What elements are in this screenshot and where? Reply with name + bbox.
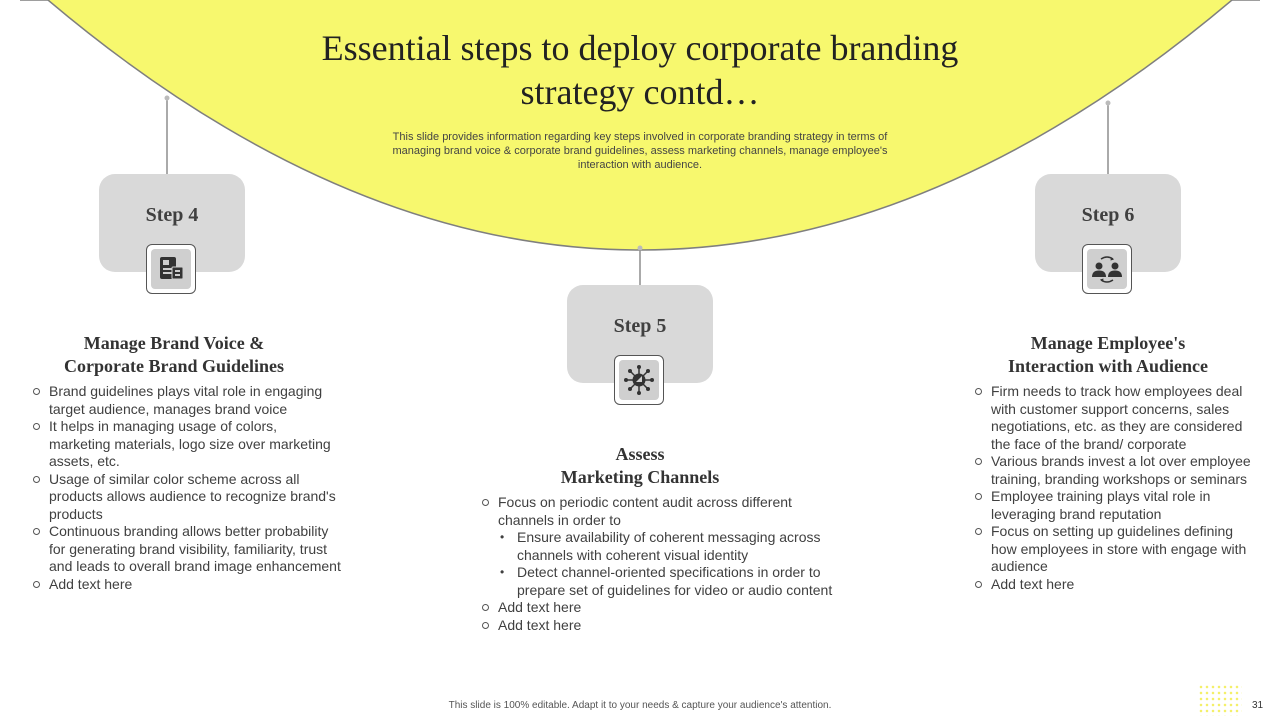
slide-footer: This slide is 100% editable. Adapt it to… <box>448 700 832 711</box>
list-item: Various brands invest a lot over employe… <box>973 453 1258 488</box>
marketing-network-icon <box>624 365 654 395</box>
decorative-dots <box>1198 684 1242 716</box>
list-item: Usage of similar color scheme across all… <box>31 471 341 524</box>
step-5-heading: Assess Marketing Channels <box>560 444 720 487</box>
step-6-points: Firm needs to track how employees deal w… <box>973 383 1258 593</box>
step-4-label: Step 4 <box>145 204 199 226</box>
list-item: Employee training plays vital role in le… <box>973 488 1258 523</box>
step-5-box: Step 5 <box>567 285 713 405</box>
list-item: Focus on periodic content audit across d… <box>480 494 845 599</box>
step-6-box: Step 6 <box>1035 174 1181 294</box>
list-item: Continuous branding allows better probab… <box>31 523 341 576</box>
step-5-subpoints: Ensure availability of coherent messagin… <box>498 529 845 599</box>
list-item: It helps in managing usage of colors, ma… <box>31 418 341 471</box>
step-5-icon-badge <box>614 355 664 405</box>
step-4-box: Step 4 <box>99 174 245 294</box>
page-number: 31 <box>1252 700 1264 711</box>
list-item: Detect channel-oriented specifications i… <box>498 564 845 599</box>
list-item: Brand guidelines plays vital role in eng… <box>31 383 341 418</box>
list-item: Add text here <box>31 576 341 594</box>
list-item: Focus on setting up guidelines defining … <box>973 523 1258 576</box>
step-6-icon-badge <box>1082 244 1132 294</box>
list-item: Firm needs to track how employees deal w… <box>973 383 1258 453</box>
employee-interaction-icon <box>1092 256 1122 283</box>
step-4-heading: Manage Brand Voice & Corporate Brand Gui… <box>63 333 284 376</box>
list-item: Add text here <box>480 599 845 617</box>
step-5-label: Step 5 <box>613 315 667 337</box>
step-6-label: Step 6 <box>1081 204 1135 226</box>
brand-guidelines-icon <box>160 257 184 280</box>
step-5-points: Focus on periodic content audit across d… <box>480 494 845 634</box>
step-6-heading: Manage Employee's Interaction with Audie… <box>1008 333 1208 376</box>
slide-title: Essential steps to deploy corporate bran… <box>321 28 959 112</box>
step-4-points: Brand guidelines plays vital role in eng… <box>31 383 341 593</box>
step-4-icon-badge <box>146 244 196 294</box>
list-item: Add text here <box>480 617 845 635</box>
list-item: Ensure availability of coherent messagin… <box>498 529 845 564</box>
slide-subtitle: This slide provides information regardin… <box>392 131 888 171</box>
list-item: Add text here <box>973 576 1258 594</box>
